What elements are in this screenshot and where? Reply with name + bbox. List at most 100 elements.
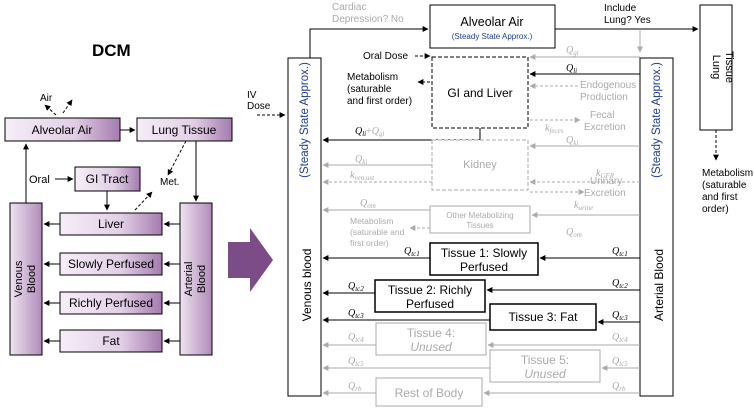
cardiac-label: Cardiac: [332, 2, 366, 13]
kidney-box: [431, 139, 529, 191]
om-metab-2: (saturable and: [350, 227, 405, 237]
k-urine-label: kurine: [574, 200, 593, 212]
lung-tissue-main-2: Tissue: [723, 51, 735, 83]
q-tc3-left: Qtc3: [348, 308, 364, 320]
venous-blood-column: [9, 202, 43, 356]
endogenous-2: Production: [580, 92, 628, 103]
tissue4-label-1: Tissue 4:: [407, 326, 455, 340]
gi-tract-box: [74, 166, 141, 192]
venous-steady-state: (Steady State Approx.): [299, 62, 311, 178]
k-ven-label: kven.ust: [350, 170, 375, 182]
q-tc5-left: Qtc5: [348, 356, 364, 368]
tissue1-box: [429, 242, 539, 276]
q-tc1-right: Qtc1: [612, 246, 628, 258]
other-metab-1: Other Metabolizing: [446, 211, 513, 220]
om-metab-1: Metabolism: [350, 216, 393, 226]
gi-metab-2: (saturable: [347, 84, 392, 95]
slowly-perfused-label: Slowly Perfused: [68, 257, 154, 271]
q-tc5-right: Qtc5: [612, 356, 628, 368]
lung-metab-1: Metabolism: [702, 168, 753, 179]
gi-tract-label: GI Tract: [86, 172, 129, 186]
detailed-model-panel: (Steady State Approx.) Venous blood (Ste…: [247, 2, 753, 407]
fecal-2: Excretion: [584, 122, 626, 133]
tissue2-label-1: Tissue 2: Richly: [388, 283, 472, 297]
tissue2-label-2: Perfused: [406, 297, 454, 311]
gi-liver-label: GI and Liver: [447, 86, 512, 100]
lung-tissue-main-box: [699, 4, 733, 131]
dcm-title: DCM: [92, 41, 131, 60]
kidney-label: Kidney: [463, 159, 497, 171]
alveolar-steady-state: (Steady State Approx.): [452, 32, 533, 41]
q-rb-left: Qrb: [348, 381, 362, 393]
gi-metab-3: and first order): [347, 96, 412, 107]
tissue4-label-2: Unused: [410, 340, 452, 354]
lung-tissue-main-1: Lung: [710, 55, 722, 79]
rest-of-body-box: [375, 377, 483, 407]
arterial-steady-state: (Steady State Approx.): [651, 62, 663, 178]
venous-blood-main: [287, 57, 322, 397]
richly-perfused-label: Richly Perfused: [69, 296, 153, 310]
tissue3-label: Tissue 3: Fat: [509, 310, 579, 324]
oral-dose-label: Oral Dose: [363, 51, 408, 62]
lung-metab-2: (saturable: [702, 180, 747, 191]
q-tc4-left: Qtc4: [348, 332, 364, 344]
urinary-2: Excretion: [584, 188, 626, 199]
tissue5-label-2: Unused: [524, 367, 566, 381]
urinary-1: Urinary: [590, 176, 622, 187]
other-metab-box: [429, 205, 531, 234]
venous-label-2: Blood: [26, 265, 38, 293]
arterial-blood-column: [179, 202, 213, 356]
q-tc3-right: Qtc3: [612, 310, 628, 322]
fat-label: Fat: [102, 334, 120, 348]
q-om-right: Qom: [566, 227, 582, 239]
q-rb-right: Qrb: [612, 381, 626, 393]
q-tc2-right: Qtc2: [612, 278, 628, 290]
gi-metab-1: Metabolism: [347, 72, 398, 83]
tissue5-box: [489, 349, 601, 383]
rest-of-body-label: Rest of Body: [395, 386, 464, 400]
tissue1-label-1: Tissue 1: Slowly: [441, 246, 527, 260]
q-li-label: Qli: [566, 63, 577, 75]
q-tc4-right: Qtc4: [612, 332, 628, 344]
venous-label-1: Venous: [13, 260, 25, 297]
q-tc2-left: Qtc2: [348, 281, 364, 293]
arterial-blood-label: Arterial Blood: [652, 249, 666, 321]
fecal-1: Fecal: [590, 110, 614, 121]
arterial-label-2: Blood: [196, 265, 208, 293]
alveolar-air-main-box: [429, 4, 556, 49]
k-feces-label: kfeces: [545, 123, 564, 135]
include-lung-label: Include: [604, 3, 637, 14]
tissue5-label-1: Tissue 5:: [521, 353, 569, 367]
lung-metab-3: and first: [702, 192, 738, 203]
tissue2-box: [374, 279, 486, 313]
q-om-left: Qom: [360, 198, 376, 210]
lung-yes-label: Lung? Yes: [604, 15, 651, 26]
liver-label: Liver: [98, 217, 124, 231]
q-li-gi-label: Qli+Qgi: [355, 126, 385, 138]
q-ki-right: Qki: [566, 135, 578, 147]
tissue4-box: [375, 322, 487, 356]
iv-label-1: IV: [247, 90, 257, 101]
alveolar-air-main-label: Alveolar Air: [460, 15, 523, 29]
iv-label-2: Dose: [247, 101, 271, 112]
alveolar-air-label: Alveolar Air: [32, 123, 93, 137]
arterial-blood-main: [639, 57, 674, 397]
tissue3-box: [489, 303, 597, 331]
gi-liver-box: [431, 56, 529, 129]
q-ki-left: Qki: [355, 154, 367, 166]
lung-tissue-box: [136, 117, 233, 142]
air-label: Air: [40, 93, 53, 104]
dcm-panel: DCM Air Alveolar Air Lung Tissue Oral GI…: [4, 41, 233, 356]
venous-blood-label: Venous blood: [300, 249, 314, 322]
om-metab-3: first order): [350, 238, 389, 248]
met-label: Met.: [160, 177, 179, 188]
endogenous-1: Endogenous: [580, 80, 636, 91]
q-tc1-left: Qtc1: [404, 246, 420, 258]
q-gi-label: Qgi: [566, 45, 579, 57]
arterial-label-1: Arterial: [183, 262, 195, 297]
tissue1-label-2: Perfused: [460, 260, 508, 274]
lung-metab-4: order): [702, 204, 729, 215]
oral-label: Oral: [29, 174, 50, 186]
k-gfr-label: kGFR: [596, 168, 615, 180]
